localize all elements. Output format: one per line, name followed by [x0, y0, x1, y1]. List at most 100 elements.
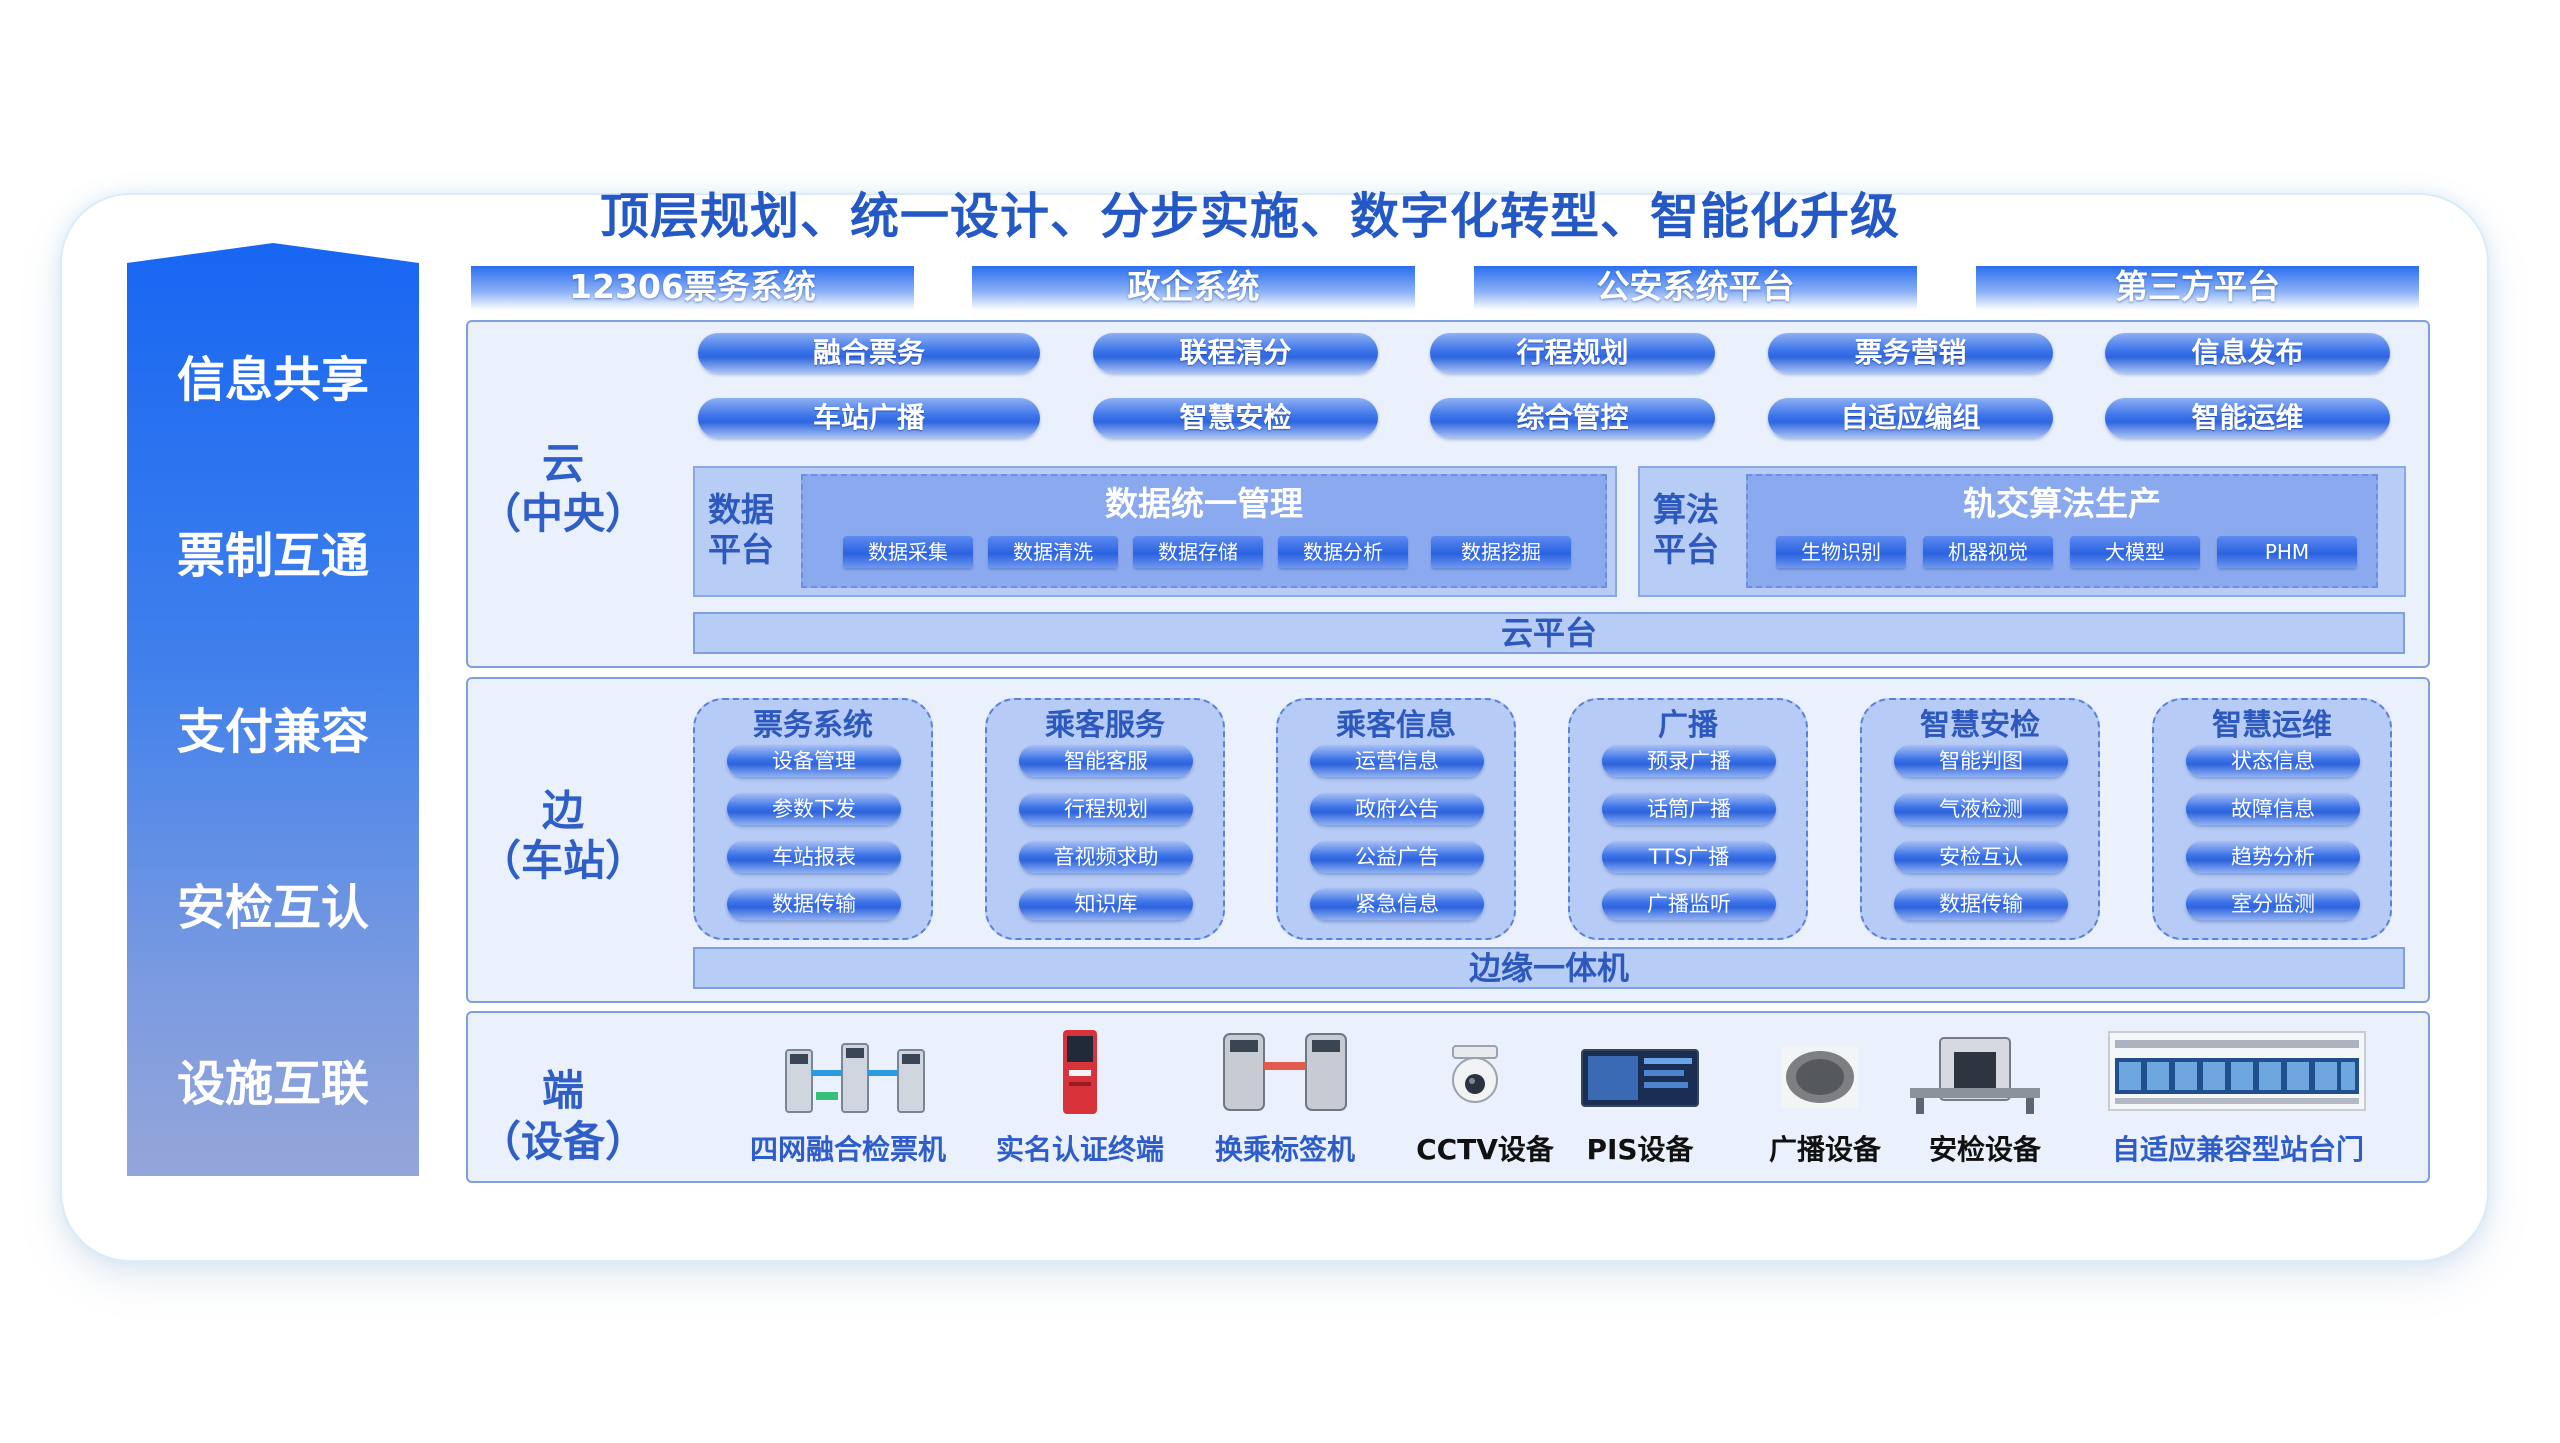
device-label-pis: PIS设备 — [1586, 1133, 1694, 1166]
tab-gov-enterprise[interactable]: 政企系统 — [972, 266, 1415, 310]
left-item-info-share: 信息共享 — [176, 352, 369, 408]
left-item-facility-link: 设施互联 — [176, 1056, 369, 1112]
cloud-pill-integrated-ticket: 融合票务 — [698, 333, 1040, 373]
edge-item: 运营信息 — [1310, 745, 1484, 777]
edge-item: 状态信息 — [2186, 745, 2360, 777]
cloud-pill-integrated-control: 综合管控 — [1430, 398, 1715, 438]
edge-group-smart-ops: 智慧运维 状态信息 故障信息 趋势分析 室分监测 — [2152, 698, 2392, 940]
edge-box-bar: 边缘一体机 — [693, 947, 2405, 989]
edge-item: 数据传输 — [727, 888, 901, 920]
data-platform: 数据 平台 数据统一管理 数据采集 数据清洗 数据存储 数据分析 数据挖掘 — [693, 466, 1617, 597]
edge-item: 智能判图 — [1894, 745, 2068, 777]
cloud-label-1: 云 — [541, 439, 584, 488]
edge-item: 故障信息 — [2186, 793, 2360, 825]
device-label-ticket-gate: 四网融合检票机 — [749, 1133, 946, 1166]
pis-screen-icon — [1581, 1049, 1699, 1107]
edge-item: 知识库 — [1019, 888, 1193, 920]
algo-item-biometric: 生物识别 — [1776, 536, 1906, 568]
cloud-section: 云 （中央） 融合票务 联程清分 行程规划 票务营销 信息发布 车站广播 智慧安… — [466, 320, 2430, 668]
edge-item: 广播监听 — [1602, 888, 1776, 920]
edge-group-passenger-info: 乘客信息 运营信息 政府公告 公益广告 紧急信息 — [1276, 698, 1516, 940]
device-label-platform-door: 自适应兼容型站台门 — [2111, 1133, 2364, 1166]
algo-platform-label-1: 算法 — [1653, 490, 1719, 529]
device-label-1: 端 — [541, 1066, 584, 1115]
data-platform-label-2: 平台 — [708, 530, 774, 569]
data-item-analyze: 数据分析 — [1278, 536, 1408, 568]
cloud-pill-smart-ops: 智能运维 — [2105, 398, 2390, 438]
speaker-icon — [1782, 1046, 1858, 1108]
data-item-mine: 数据挖掘 — [1431, 536, 1571, 568]
data-item-collect: 数据采集 — [843, 536, 973, 568]
left-item-payment-compat: 支付兼容 — [176, 704, 369, 760]
device-label-transfer-tagger: 换乘标签机 — [1214, 1133, 1355, 1166]
edge-label-2: （车站） — [478, 836, 647, 885]
tab-police[interactable]: 公安系统平台 — [1474, 266, 1917, 310]
edge-item: 数据传输 — [1894, 888, 2068, 920]
edge-item: 安检互认 — [1894, 841, 2068, 873]
tab-third-party[interactable]: 第三方平台 — [1976, 266, 2419, 310]
cloud-pill-ticket-marketing: 票务营销 — [1768, 333, 2053, 373]
edge-group-passenger-service: 乘客服务 智能客服 行程规划 音视频求助 知识库 — [985, 698, 1225, 940]
cloud-pill-station-broadcast: 车站广播 — [698, 398, 1040, 438]
edge-item: 预录广播 — [1602, 745, 1776, 777]
edge-group-title: 乘客信息 — [1336, 708, 1456, 743]
edge-item: 政府公告 — [1310, 793, 1484, 825]
cloud-pill-adaptive-grouping: 自适应编组 — [1768, 398, 2053, 438]
algo-item-vision: 机器视觉 — [1923, 536, 2053, 568]
edge-item: 智能客服 — [1019, 745, 1193, 777]
edge-item: 设备管理 — [727, 745, 901, 777]
edge-item: 行程规划 — [1019, 793, 1193, 825]
device-label-id-terminal: 实名认证终端 — [995, 1133, 1164, 1166]
edge-item: 车站报表 — [727, 841, 901, 873]
edge-item: TTS广播 — [1602, 841, 1776, 873]
edge-item: 公益广告 — [1310, 841, 1484, 873]
tab-12306[interactable]: 12306票务系统 — [471, 266, 914, 310]
cloud-pill-info-publish: 信息发布 — [2105, 333, 2390, 373]
edge-item: 气液检测 — [1894, 793, 2068, 825]
edge-item: 音视频求助 — [1019, 841, 1193, 873]
edge-group-broadcast: 广播 预录广播 话筒广播 TTS广播 广播监听 — [1568, 698, 1808, 940]
edge-item: 室分监测 — [2186, 888, 2360, 920]
device-label-2: （设备） — [478, 1117, 647, 1166]
cctv-camera-icon — [1452, 1045, 1498, 1103]
edge-group-title: 乘客服务 — [1045, 708, 1165, 743]
data-item-clean: 数据清洗 — [988, 536, 1118, 568]
device-label-broadcast: 广播设备 — [1768, 1133, 1881, 1166]
device-label-security: 安检设备 — [1928, 1133, 2041, 1166]
device-label-cctv: CCTV设备 — [1416, 1133, 1554, 1166]
algo-item-llm: 大模型 — [2070, 536, 2200, 568]
data-platform-label-1: 数据 — [708, 490, 774, 529]
edge-item: 趋势分析 — [2186, 841, 2360, 873]
algo-platform-label-2: 平台 — [1653, 530, 1719, 569]
edge-group-title: 智慧安检 — [1920, 708, 2040, 743]
data-item-store: 数据存储 — [1133, 536, 1263, 568]
algo-platform: 算法 平台 轨交算法生产 生物识别 机器视觉 大模型 PHM — [1638, 466, 2406, 597]
algo-platform-title: 轨交算法生产 — [1963, 484, 2161, 523]
cloud-platform-bar: 云平台 — [693, 612, 2405, 654]
platform-door-icon — [2108, 1031, 2366, 1111]
data-platform-title: 数据统一管理 — [1105, 484, 1303, 523]
algo-platform-inner: 轨交算法生产 生物识别 机器视觉 大模型 PHM — [1746, 474, 2378, 588]
edge-group-title: 票务系统 — [753, 708, 873, 743]
edge-item: 话筒广播 — [1602, 793, 1776, 825]
cloud-pill-trip-planning: 行程规划 — [1430, 333, 1715, 373]
left-pillar: 信息共享 票制互通 支付兼容 安检互认 设施互联 — [127, 243, 419, 1176]
ticket-gate-icon — [785, 1043, 925, 1113]
edge-item: 紧急信息 — [1310, 888, 1484, 920]
left-item-ticket-interop: 票制互通 — [176, 528, 369, 584]
edge-group-title: 广播 — [1658, 708, 1718, 743]
edge-group-title: 智慧运维 — [2212, 708, 2332, 743]
left-item-security-mutual: 安检互认 — [176, 880, 369, 936]
cloud-pill-clearing: 联程清分 — [1093, 333, 1378, 373]
security-scanner-icon — [1910, 1037, 2040, 1114]
edge-label-1: 边 — [541, 786, 584, 835]
cloud-label-2: （中央） — [478, 489, 647, 538]
edge-group-ticket: 票务系统 设备管理 参数下发 车站报表 数据传输 — [693, 698, 933, 940]
data-platform-inner: 数据统一管理 数据采集 数据清洗 数据存储 数据分析 数据挖掘 — [801, 474, 1607, 588]
edge-section: 边 （车站） 票务系统 设备管理 参数下发 车站报表 数据传输 乘客服务 智能客… — [466, 677, 2430, 1003]
edge-item: 参数下发 — [727, 793, 901, 825]
id-terminal-icon — [1063, 1030, 1097, 1114]
cloud-pill-smart-security: 智慧安检 — [1093, 398, 1378, 438]
algo-item-phm: PHM — [2217, 536, 2357, 568]
page-title: 顶层规划、统一设计、分步实施、数字化转型、智能化升级 — [600, 188, 1901, 245]
